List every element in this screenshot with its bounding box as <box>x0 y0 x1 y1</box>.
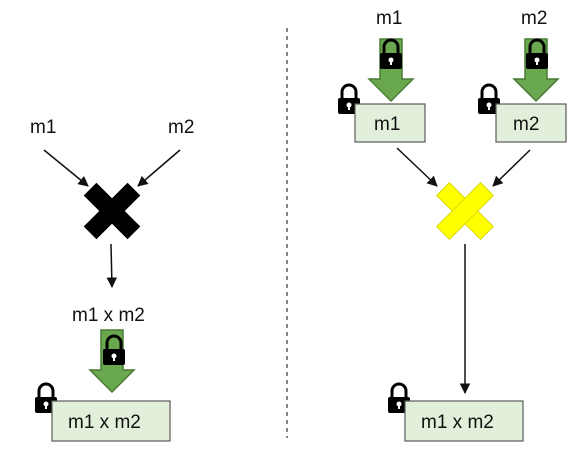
left-result-label: m1 x m2 <box>72 305 145 326</box>
right-panel: m1 m2 m1 m2 m1 x m2 <box>336 8 567 442</box>
right-result-box <box>404 400 524 442</box>
right-result-box-label: m1 x m2 <box>421 412 494 433</box>
right-arrow-m2-to-cross <box>492 149 531 187</box>
left-panel: m1 m2 m1 x m2 m1 x m2 <box>30 117 194 442</box>
cross-icon <box>83 182 141 240</box>
right-box-m1-label: m1 <box>374 114 400 135</box>
down-arrow-icon <box>513 38 559 102</box>
right-input-m1: m1 <box>376 8 402 29</box>
right-input-m2: m2 <box>521 8 547 29</box>
left-arrow-cross-to-result <box>106 243 118 289</box>
right-box-m1 <box>354 103 426 143</box>
left-arrow-m1-to-cross <box>43 149 89 187</box>
left-input-m2: m2 <box>168 117 194 138</box>
left-result-box-label: m1 x m2 <box>68 412 141 433</box>
left-result-box <box>51 400 171 442</box>
left-input-m1: m1 <box>30 117 56 138</box>
cross-icon <box>436 182 494 240</box>
down-arrow-icon <box>368 38 414 102</box>
right-arrow-m1-to-cross <box>396 147 438 187</box>
left-arrow-m2-to-cross <box>137 149 181 187</box>
right-box-m2-label: m2 <box>513 114 539 135</box>
right-box-m2 <box>495 103 567 143</box>
